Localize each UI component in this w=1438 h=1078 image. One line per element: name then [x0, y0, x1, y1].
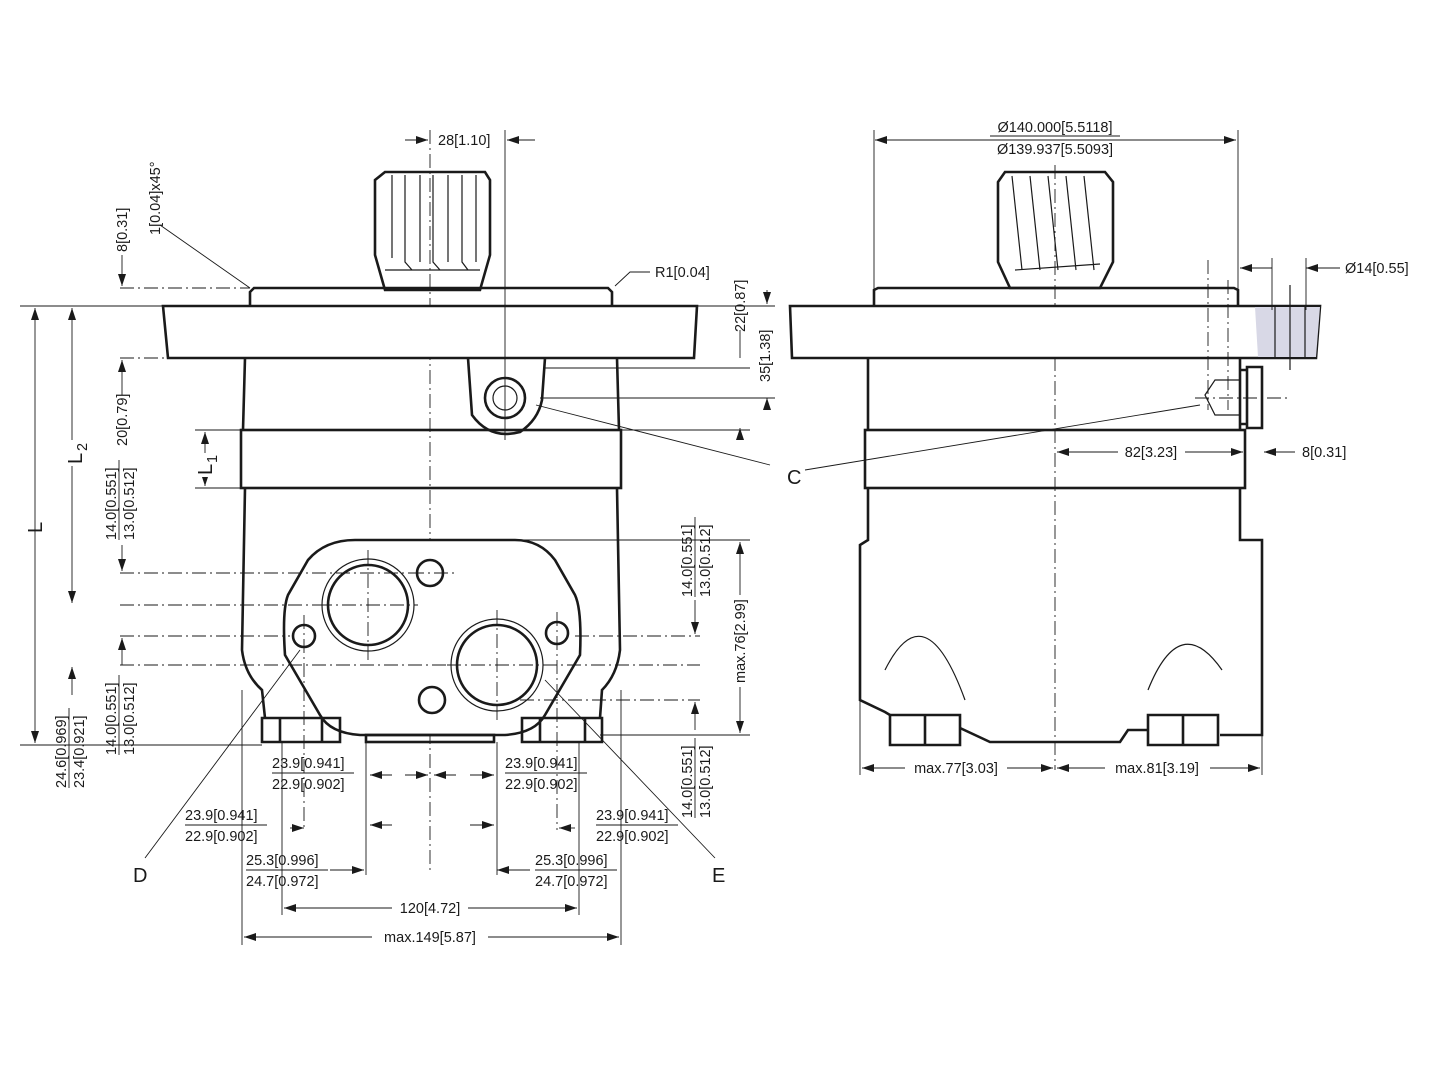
- tol-14-13-lower-left: 14.0[0.551] 13.0[0.512]: [104, 675, 138, 755]
- callout-c: C: [787, 467, 801, 489]
- dim-max-76: max.76[2.99]: [733, 599, 749, 683]
- nuts: [260, 716, 604, 744]
- svg-text:13.0[0.512]: 13.0[0.512]: [122, 467, 138, 540]
- dim-pilot-height: 8[0.31]: [115, 208, 131, 252]
- svg-text:23.9[0.941]: 23.9[0.941]: [505, 756, 578, 772]
- bottom-boss: [364, 733, 496, 744]
- svg-text:14.0[0.551]: 14.0[0.551]: [680, 745, 696, 818]
- drain-hole: [417, 685, 447, 715]
- svg-text:13.0[0.512]: 13.0[0.512]: [122, 682, 138, 755]
- svg-text:13.0[0.512]: 13.0[0.512]: [698, 745, 714, 818]
- mounting-flange: [788, 304, 1322, 360]
- svg-text:2: 2: [75, 443, 91, 451]
- dim-spline-offset: 28[1.10]: [438, 133, 490, 149]
- svg-text:L: L: [195, 464, 217, 475]
- port-arcs: [884, 635, 1223, 701]
- side-view: Ø140.000[5.5118] Ø139.937[5.5093] Ø14[0.…: [788, 120, 1409, 777]
- svg-text:23.4[0.921]: 23.4[0.921]: [72, 715, 88, 788]
- svg-text:25.3[0.996]: 25.3[0.996]: [246, 853, 319, 869]
- band: [863, 428, 1247, 490]
- dim-l2: L 2: [64, 440, 91, 466]
- dimension-lines: [20, 130, 775, 945]
- callout-d: D: [133, 865, 147, 887]
- port-plate: [282, 538, 582, 737]
- svg-text:22.9[0.902]: 22.9[0.902]: [596, 829, 669, 845]
- svg-text:22.9[0.902]: 22.9[0.902]: [505, 777, 578, 793]
- upper-body: [241, 357, 621, 431]
- svg-text:1: 1: [205, 455, 221, 463]
- lower-body: [240, 487, 622, 719]
- dim-flange-to-band: 20[0.79]: [115, 394, 131, 446]
- dim-l1: L 1: [194, 453, 221, 477]
- nuts: [888, 713, 1220, 747]
- svg-text:23.9[0.941]: 23.9[0.941]: [185, 808, 258, 824]
- mounting-flange: [161, 304, 699, 360]
- tol-23-22-d: 23.9[0.941] 22.9[0.902]: [596, 808, 678, 845]
- dim-pilot-dia-lower: Ø139.937[5.5093]: [997, 142, 1113, 158]
- svg-text:24.6[0.969]: 24.6[0.969]: [54, 715, 70, 788]
- dim-pilot-dia-upper: Ø140.000[5.5118]: [997, 120, 1112, 136]
- svg-text:23.9[0.941]: 23.9[0.941]: [272, 756, 345, 772]
- spline-shaft: [996, 170, 1115, 290]
- tol-25-24-a: 25.3[0.996] 24.7[0.972]: [246, 853, 328, 890]
- tol-24-23: 24.6[0.969] 23.4[0.921]: [54, 708, 88, 788]
- svg-text:25.3[0.996]: 25.3[0.996]: [535, 853, 608, 869]
- tol-25-24-b: 25.3[0.996] 24.7[0.972]: [535, 853, 617, 890]
- upper-body: [866, 358, 1242, 430]
- svg-text:22.9[0.902]: 22.9[0.902]: [272, 777, 345, 793]
- tol-23-22-b: 23.9[0.941] 22.9[0.902]: [505, 756, 587, 793]
- dim-max-77: max.77[3.03]: [914, 761, 998, 777]
- svg-text:22.9[0.902]: 22.9[0.902]: [185, 829, 258, 845]
- dimension-lines: [804, 130, 1340, 775]
- svg-text:14.0[0.551]: 14.0[0.551]: [104, 682, 120, 755]
- dim-max-81: max.81[3.19]: [1115, 761, 1199, 777]
- dim-drain-offset: 82[3.23]: [1125, 445, 1177, 461]
- svg-text:13.0[0.512]: 13.0[0.512]: [698, 524, 714, 597]
- dim-bolt-spacing: 120[4.72]: [400, 901, 460, 917]
- tol-23-22-c: 23.9[0.941] 22.9[0.902]: [185, 808, 267, 845]
- dim-bolt-head: 8[0.31]: [1302, 445, 1346, 461]
- svg-text:24.7[0.972]: 24.7[0.972]: [246, 874, 319, 890]
- front-view: 28[1.10] 1[0.04]x45° 8[0.31] R1[0.04] 22…: [20, 130, 801, 946]
- dim-max-width: max.149[5.87]: [384, 930, 476, 946]
- pilot: [872, 286, 1240, 306]
- svg-text:24.7[0.972]: 24.7[0.972]: [535, 874, 608, 890]
- svg-text:L: L: [65, 453, 87, 464]
- dim-chamfer: 1[0.04]x45°: [148, 161, 164, 235]
- tol-14-13-upper-right: 14.0[0.551] 13.0[0.512]: [680, 517, 714, 597]
- dim-l: L: [25, 522, 47, 533]
- band: [239, 428, 623, 490]
- tol-14-13-upper-left: 14.0[0.551] 13.0[0.512]: [104, 460, 138, 540]
- port-lug-c: [466, 357, 547, 436]
- lower-body: [858, 488, 1264, 744]
- dim-hole-dia: Ø14[0.55]: [1345, 261, 1409, 277]
- svg-text:23.9[0.941]: 23.9[0.941]: [596, 808, 669, 824]
- svg-text:14.0[0.551]: 14.0[0.551]: [104, 467, 120, 540]
- spline-shaft: [373, 170, 492, 292]
- dim-flange-height: 22[0.87]: [733, 280, 749, 332]
- svg-text:14.0[0.551]: 14.0[0.551]: [680, 524, 696, 597]
- drain-bolt: [1195, 260, 1290, 430]
- dim-radius: R1[0.04]: [655, 265, 710, 281]
- callout-e: E: [712, 865, 725, 887]
- tol-23-22-a: 23.9[0.941] 22.9[0.902]: [272, 756, 354, 793]
- pilot: [248, 286, 614, 306]
- tol-14-13-lower-right: 14.0[0.551] 13.0[0.512]: [680, 738, 714, 818]
- dim-port-c-offset: 35[1.38]: [758, 330, 774, 382]
- mounting-hole-section: [1255, 307, 1320, 357]
